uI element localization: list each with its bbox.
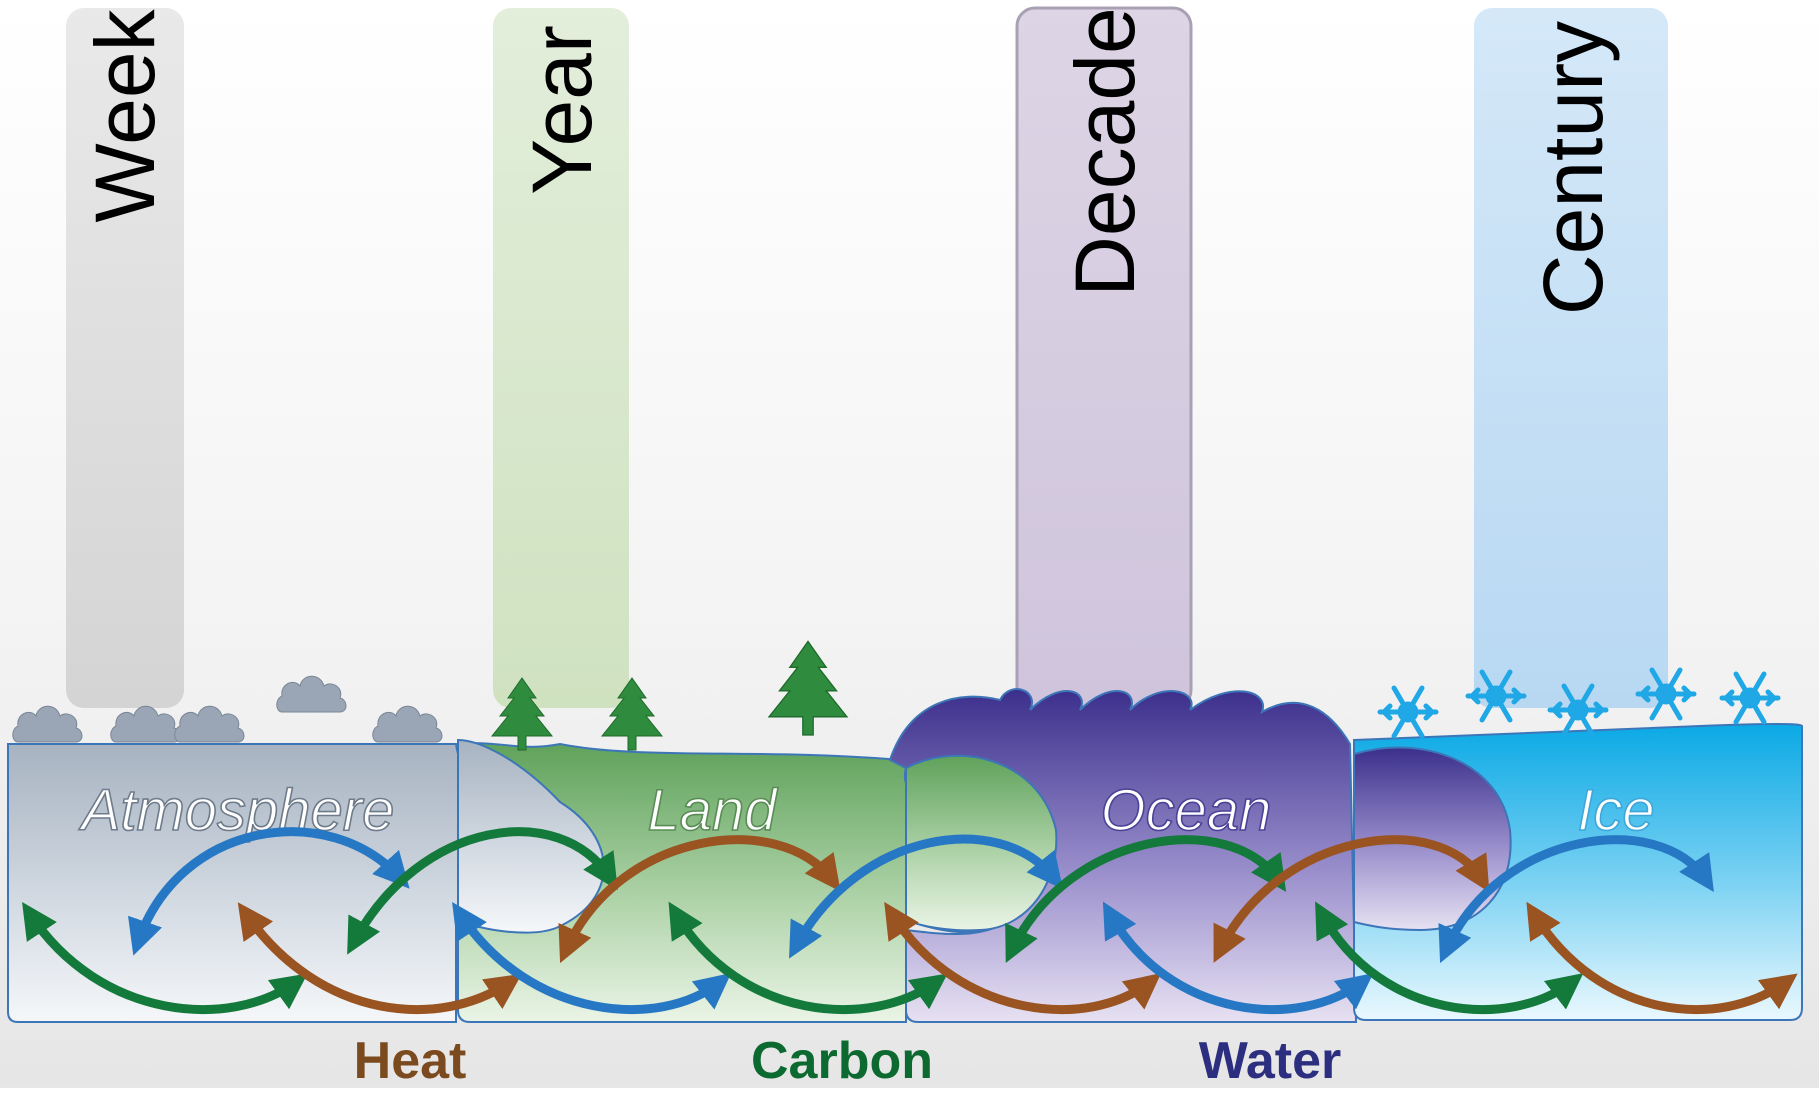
heat-exchange-arrow	[1526, 901, 1798, 1015]
timescale-week-bar	[66, 8, 184, 708]
snowflake-icon	[1380, 688, 1436, 736]
tree-icon	[768, 640, 848, 736]
legend-carbon-label: Carbon	[751, 1032, 933, 1088]
cloud-icon	[110, 705, 181, 743]
component-atmosphere-label: Atmosphere	[79, 778, 395, 843]
component-land-label: Land	[647, 778, 778, 843]
cloud-icon	[372, 705, 443, 743]
cloud-icon	[276, 675, 347, 713]
snowflake-icon	[1722, 674, 1778, 722]
legend-water-label: Water	[1199, 1032, 1342, 1088]
timescale-week-label: Week	[78, 8, 172, 222]
timescale-year-bar	[493, 8, 629, 708]
flow-legend: Heat Carbon Water	[354, 1032, 1342, 1090]
timescale-century-bar	[1474, 8, 1668, 708]
cloud-icon	[174, 705, 245, 743]
cloud-icon	[12, 705, 83, 743]
timescale-decade-label: Decade	[1058, 7, 1152, 297]
component-ice-label: Ice	[1577, 778, 1654, 843]
component-ocean-label: Ocean	[1101, 778, 1272, 843]
legend-heat-label: Heat	[354, 1032, 467, 1088]
exchange-arrows	[22, 827, 1798, 1015]
timescale-century-label: Century	[1526, 21, 1620, 315]
timescale-columns: Week Year Decade Century	[66, 6, 1668, 710]
component-labels: Atmosphere Land Ocean Ice	[78, 777, 1656, 844]
timescale-year-label: Year	[515, 25, 609, 195]
